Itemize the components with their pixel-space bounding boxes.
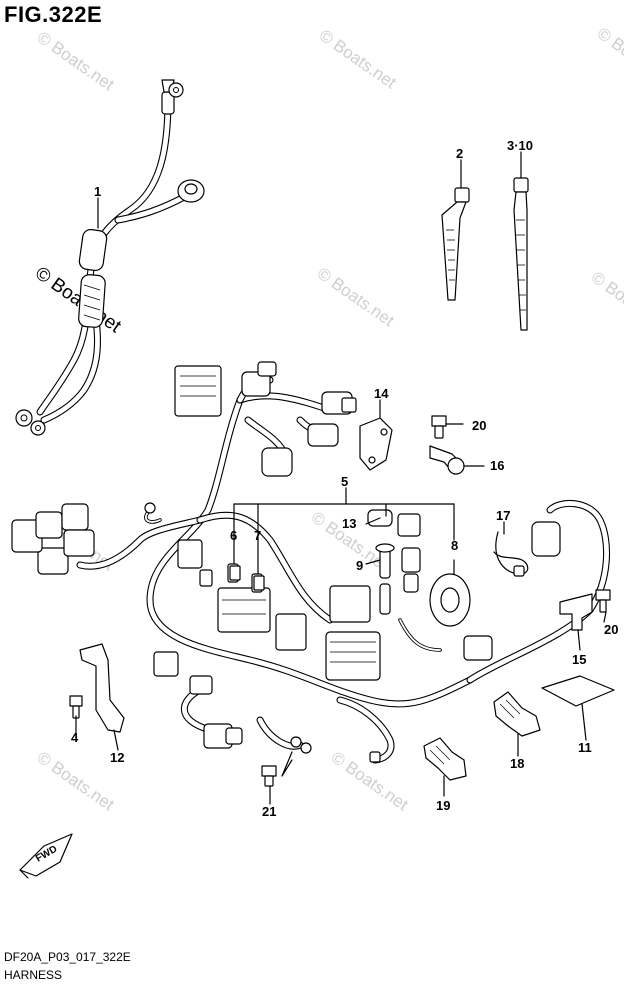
callout-18: 18 (510, 756, 524, 771)
callout-19: 19 (436, 798, 450, 813)
callout-5: 5 (341, 474, 348, 489)
callout-14: 14 (374, 386, 389, 401)
callout-8: 8 (451, 538, 458, 553)
watermarks: © Boats.net © Boats.net © Boats.net © Bo… (31, 24, 624, 815)
bracket-15 (559, 589, 611, 631)
callout-4: 4 (71, 730, 79, 745)
watermark-text: © Boats.net (34, 28, 118, 95)
sensor-component (375, 543, 395, 615)
bolt-21 (261, 765, 277, 787)
relay-component (429, 573, 471, 627)
watermark-text: © Boats.net (34, 748, 118, 815)
callout-20-lower: 20 (604, 622, 618, 637)
callout-3-10: 3·10 (507, 138, 533, 153)
callout-17: 17 (496, 508, 510, 523)
callout-16: 16 (490, 458, 504, 473)
callout-13: 13 (342, 516, 356, 531)
plate-11 (541, 675, 615, 707)
watermark-text: © Boats.net (31, 263, 125, 338)
clip-18 (493, 691, 541, 737)
figure-title: FIG.322E (4, 2, 103, 27)
watermark-text: © Boats.net (316, 26, 400, 93)
main-engine-harness (11, 361, 611, 764)
cable-tie-long (513, 177, 529, 331)
seal-and-fuse-holder (367, 509, 421, 593)
watermark-text: © Boats.net (314, 264, 398, 331)
cable-tie-short (441, 187, 470, 301)
callout-1: 1 (94, 184, 101, 199)
callout-9: 9 (356, 558, 363, 573)
callout-2: 2 (456, 146, 463, 161)
bracket-12 (69, 643, 125, 733)
forward-arrow: FWD (19, 833, 73, 879)
callout-11: 11 (578, 740, 592, 755)
callout-15: 15 (572, 652, 586, 667)
callout-21: 21 (262, 804, 276, 819)
callout-7: 7 (254, 528, 261, 543)
callout-6: 6 (230, 528, 237, 543)
tie-band-17 (493, 531, 529, 577)
bolt-and-clamp-upper (429, 415, 465, 475)
leader-lines (75, 151, 607, 805)
fuses (229, 565, 265, 591)
figure-code: DF20A_P03_017_322E (4, 950, 131, 964)
harness-bracket (359, 417, 393, 471)
callout-20-upper: 20 (472, 418, 486, 433)
callout-12: 12 (110, 750, 124, 765)
figure-name: HARNESS (4, 968, 63, 982)
battery-cable-harness (15, 79, 205, 436)
callout-labels: 1 2 3·10 4 5 6 7 8 9 11 12 13 14 15 16 1… (71, 138, 618, 819)
watermark-text: © Boats.net (594, 24, 624, 91)
watermark-text: © Boats.net (588, 268, 624, 335)
clip-19 (423, 737, 467, 781)
